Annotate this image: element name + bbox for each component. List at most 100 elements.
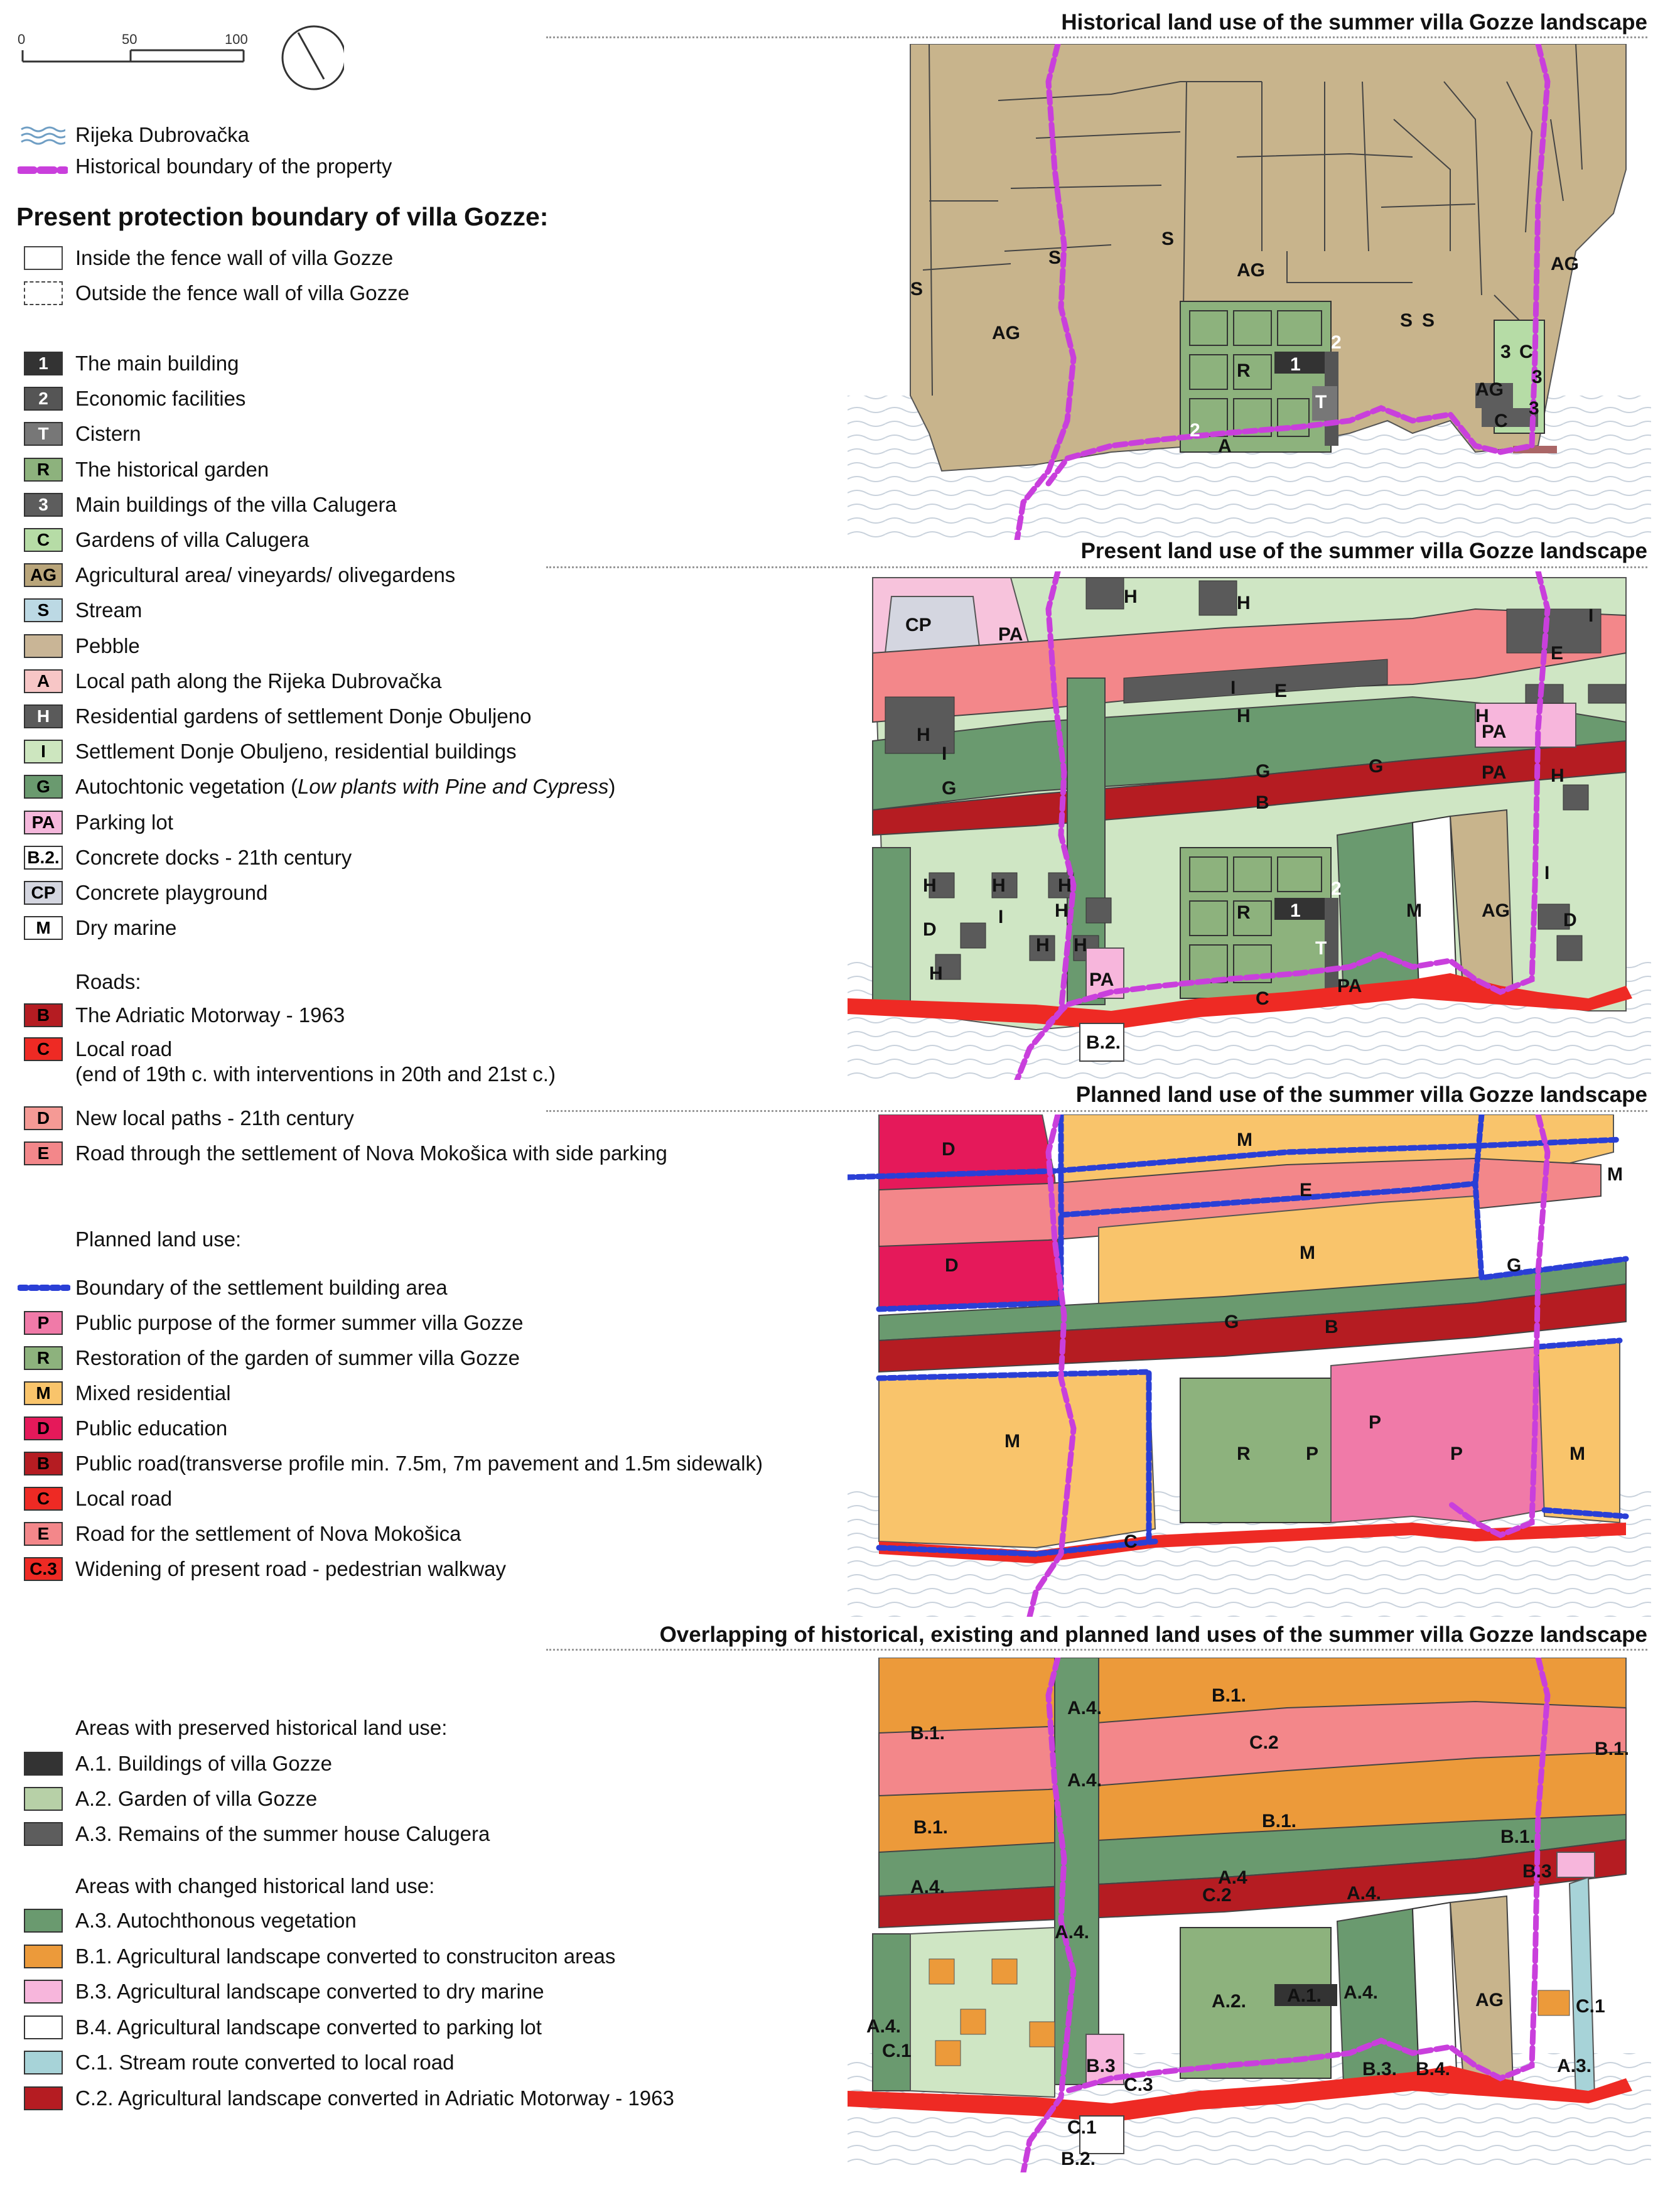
map-label: CP xyxy=(905,615,932,635)
legend-label-text: Cistern xyxy=(75,422,141,446)
legend-swatch: C xyxy=(24,1037,63,1061)
map-label: B xyxy=(1325,1317,1338,1337)
legend-label: Agricultural area/ vineyards/ olivegarde… xyxy=(75,563,455,587)
planned-panel-title: Planned land use of the summer villa Goz… xyxy=(1075,1082,1647,1107)
legend-label-text: The main building xyxy=(75,352,239,375)
legend-swatch xyxy=(24,2051,63,2074)
historical-panel-title: Historical land use of the summer villa … xyxy=(1061,10,1647,35)
main-building xyxy=(1274,352,1325,374)
map-label: PA xyxy=(1089,969,1114,990)
legend-label: Restoration of the garden of summer vill… xyxy=(75,1346,520,1370)
legend-label-text: Road for the settlement of Nova Mokošica xyxy=(75,1522,461,1545)
map-label: C.1 xyxy=(1576,1996,1605,2017)
legend-label: Dry marine xyxy=(75,916,176,940)
legend-label: C.1. Stream route converted to local roa… xyxy=(75,2051,454,2074)
map-label: B.1. xyxy=(913,1817,948,1838)
legend-label: A.1. Buildings of villa Gozze xyxy=(75,1752,332,1776)
legend-swatch xyxy=(24,634,63,658)
legend-swatch xyxy=(24,1822,63,1846)
legend-label-text: Settlement Donje Obuljeno, residential b… xyxy=(75,740,517,763)
historical-boundary xyxy=(1020,1658,1551,2172)
legend-label-text: Autochtonic vegetation ( xyxy=(75,775,298,799)
legend-label: Road for the settlement of Nova Mokošica xyxy=(75,1522,461,1546)
map-label: C.2 xyxy=(1202,1885,1232,1906)
map-label: H xyxy=(917,725,930,745)
legend-swatch: R xyxy=(24,1346,63,1370)
map-label: I xyxy=(1230,677,1236,698)
buildings-a1 xyxy=(1274,1984,1337,2006)
legend-swatch: A xyxy=(24,669,63,693)
legend-label-text: Agricultural area/ vineyards/ olivegarde… xyxy=(75,563,456,587)
map-label: C.1 xyxy=(1067,2117,1097,2138)
map-label: A.2. xyxy=(1212,1991,1246,2012)
map-label: H xyxy=(1237,593,1251,613)
calugera-building-1 xyxy=(1475,383,1513,408)
legend-label-text: Gardens of villa Calugera xyxy=(75,528,310,551)
legend-label: The main building xyxy=(75,352,239,375)
legend-label: Economic facilities xyxy=(75,387,245,411)
legend-label: Mixed residential xyxy=(75,1381,231,1405)
legend-label-text: Mixed residential xyxy=(75,1381,231,1405)
legend-label: Settlement Donje Obuljeno, residential b… xyxy=(75,740,517,763)
map-label: S xyxy=(910,279,923,299)
legend-swatch: M xyxy=(24,916,63,941)
map-label: B.3 xyxy=(1086,2056,1116,2076)
legend-label-text: B.4. Agricultural landscape converted to… xyxy=(75,2015,542,2039)
map-label: A.3. xyxy=(1557,2056,1591,2076)
legend-label: Autochtonic vegetation (Low plants with … xyxy=(75,775,615,799)
map-label: R xyxy=(1237,902,1251,923)
map-label: M xyxy=(1300,1243,1315,1263)
legend-label-text: Concrete docks - 21th century xyxy=(75,845,352,869)
legend-label-text: Widening of present road - pedestrian wa… xyxy=(75,1557,507,1580)
map-label: A.4. xyxy=(1347,1883,1381,1904)
preserved-heading: Areas with preserved historical land use… xyxy=(75,1716,448,1739)
legend-label: Parking lot xyxy=(75,811,173,834)
legend-swatch xyxy=(24,1787,63,1811)
legend-swatch: E xyxy=(24,1141,63,1165)
legend-label-text: Public road(transverse profile min. 7.5m… xyxy=(75,1452,763,1475)
map-label: AG xyxy=(1475,1990,1504,2010)
map-label: R xyxy=(1237,360,1251,381)
legend-label-text: Pebble xyxy=(75,634,140,657)
map-label: H xyxy=(992,875,1006,896)
legend-label: The Adriatic Motorway - 1963 xyxy=(75,1003,345,1027)
map-label: 3 xyxy=(1532,367,1543,387)
map-label: B xyxy=(1256,792,1269,813)
legend-label: Local path along the Rijeka Dubrovačka xyxy=(75,669,441,693)
map-label: PA xyxy=(998,624,1023,645)
legend-label-text: A.3. Remains of the summer house Caluger… xyxy=(75,1822,490,1845)
mixed-residential-east xyxy=(1537,1339,1620,1524)
historical-title-rule xyxy=(546,36,1647,38)
legend-label-text: Local road xyxy=(75,1487,173,1510)
legend-swatch: PA xyxy=(24,810,63,834)
legend-label-text: A.1. Buildings of villa Gozze xyxy=(75,1752,333,1775)
veg-strip-west xyxy=(872,1933,911,2091)
hist-boundary-line-icon xyxy=(18,166,68,174)
map-label: B.3 xyxy=(1522,1861,1552,1882)
map-label: B.1. xyxy=(1595,1739,1629,1759)
legend-swatch: B xyxy=(24,1452,63,1476)
main-building xyxy=(1274,898,1325,920)
map-label: M xyxy=(1406,900,1422,921)
historical-boundary xyxy=(1014,44,1551,540)
map-label: G xyxy=(1256,761,1270,782)
legend-label-text: Local road xyxy=(75,1037,173,1060)
map-label: S xyxy=(1161,229,1174,249)
map-label: H xyxy=(1551,765,1564,786)
legend-label-text: Public purpose of the former summer vill… xyxy=(75,1311,524,1334)
calugera-building-2 xyxy=(1482,408,1538,427)
legend-label-text: The Adriatic Motorway - 1963 xyxy=(75,1003,345,1027)
water-hatch-icon xyxy=(21,126,65,145)
map-label: A.4. xyxy=(1067,1770,1102,1791)
map-label: G xyxy=(1224,1312,1239,1332)
mixed-residential-south xyxy=(878,1371,1156,1549)
legend-label: Public education xyxy=(75,1416,227,1440)
cistern xyxy=(1312,386,1337,421)
legend-label: C.2. Agricultural landscape converted in… xyxy=(75,2086,674,2110)
map-label: B.3. xyxy=(1362,2059,1397,2080)
map-label: PA xyxy=(1482,721,1506,742)
settlement-boundary-line-icon xyxy=(18,1285,70,1291)
map-label: 2 xyxy=(1331,332,1342,353)
map-label: C xyxy=(1256,988,1269,1009)
